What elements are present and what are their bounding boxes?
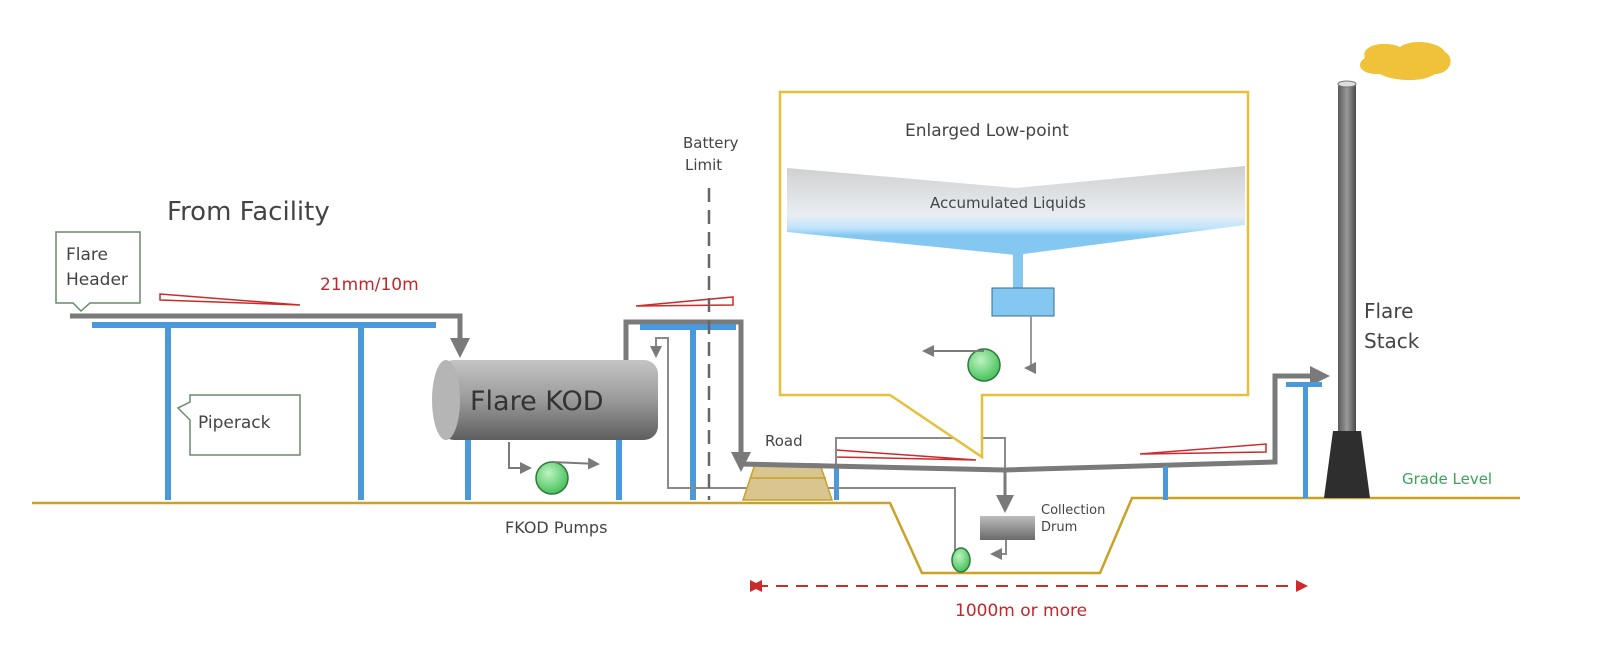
battery-limit-support-beam: [640, 324, 736, 330]
battery-limit-label-1: Battery: [683, 134, 739, 152]
fkod-pump-discharge: [551, 457, 600, 470]
piperack-callout: Piperack: [176, 394, 301, 456]
fkod-pump-icon: [535, 461, 569, 495]
slope-indicator-3: [835, 449, 977, 461]
stack-line-support-post: [1163, 466, 1168, 500]
drum-outlet-line: [990, 540, 1007, 560]
slope-indicator-2: [635, 296, 734, 307]
enlarged-low-point-callout: Enlarged Low-point Accumulated Liquids: [778, 90, 1250, 460]
flare-header-pipe: [70, 313, 470, 358]
slope-indicator-1: [159, 293, 301, 306]
drain-nozzle: [1013, 248, 1023, 290]
slope-label: 21mm/10m: [320, 275, 419, 295]
collection-drum: [980, 516, 1035, 540]
road-label: Road: [765, 432, 803, 450]
distance-arrow-left-head: [750, 580, 762, 592]
battery-limit-support-post: [690, 326, 696, 500]
ground-line: [32, 496, 1520, 575]
piperack-label: Piperack: [198, 413, 271, 433]
flare-stack-label-2: Stack: [1364, 329, 1420, 353]
distance-label: 1000m or more: [955, 601, 1087, 621]
enlarged-pump-icon: [967, 348, 1001, 382]
accumulated-liquids-label: Accumulated Liquids: [930, 194, 1086, 212]
flare-header-callout: Flare Header: [55, 231, 141, 313]
distance-arrow-right-head: [1296, 580, 1308, 592]
battery-limit-label-2: Limit: [685, 156, 722, 174]
flare-header-label-2: Header: [66, 270, 128, 290]
kod-support-right: [616, 440, 622, 500]
kod-drain-line: [508, 442, 532, 474]
fkod-pumps-label: FKOD Pumps: [505, 518, 607, 537]
flare-kod-vessel: Flare KOD: [432, 360, 658, 440]
low-point-pump-icon: [951, 547, 971, 573]
flare-stack: Flare Stack: [1324, 41, 1451, 498]
main-flare-line: [740, 366, 1330, 473]
from-facility-title: From Facility: [167, 197, 330, 227]
flare-header-label-1: Flare: [66, 245, 108, 265]
flare-kod-label: Flare KOD: [470, 386, 604, 417]
enlarged-low-point-label: Enlarged Low-point: [905, 121, 1069, 141]
road-support-post: [834, 466, 839, 500]
low-pump-discharge: [836, 487, 956, 552]
enlarged-drum-outlet: [1024, 316, 1036, 374]
collection-drum-label-2: Drum: [1041, 520, 1077, 535]
road: Road: [741, 432, 834, 501]
piperack: [92, 322, 436, 500]
enlarged-pipe-section: [787, 166, 1245, 255]
flame-icon: [1360, 41, 1451, 81]
slope-indicator-4: [1139, 443, 1267, 455]
stack-inlet-support-post: [1303, 384, 1308, 498]
grade-level-label: Grade Level: [1402, 470, 1492, 488]
collection-drum-label-1: Collection: [1041, 503, 1105, 518]
enlarged-collection-drum: [991, 287, 1055, 317]
kod-support-left: [465, 440, 471, 500]
kod-outlet-pipe: [623, 319, 751, 472]
flare-stack-base: [1324, 431, 1370, 498]
flare-stack-label-1: Flare: [1364, 299, 1413, 323]
